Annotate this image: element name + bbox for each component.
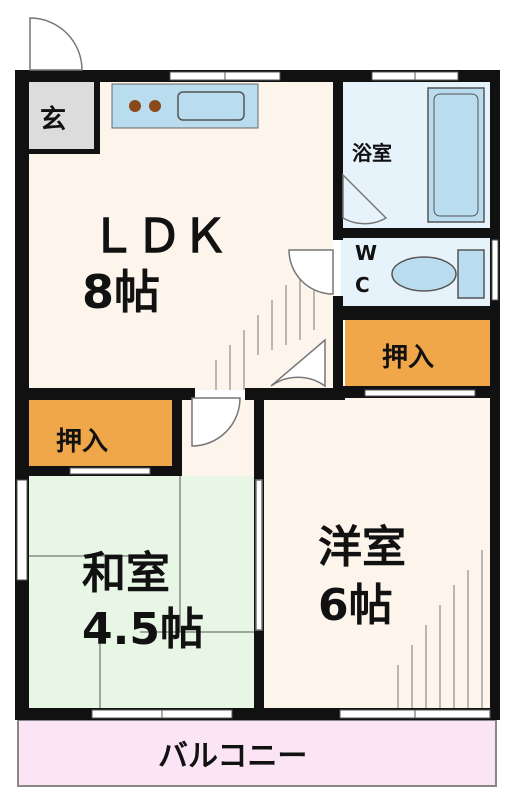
balcony-floor (17, 719, 497, 787)
wc-label-w: W (355, 241, 377, 265)
ldk-floor (97, 80, 333, 390)
ldk-size: 8帖 (82, 265, 160, 319)
bathtub-icon (427, 87, 485, 223)
burner-icon (129, 100, 141, 112)
youshitsu-hatch (397, 550, 483, 710)
balcony-label: バルコニー (158, 739, 307, 774)
sink-icon (177, 91, 245, 121)
window (364, 389, 476, 397)
hall-door-icon (191, 397, 241, 447)
bath-label: 浴室 (352, 141, 392, 165)
youshitsu-name: 洋室 (318, 522, 406, 573)
washitsu-floor (25, 476, 255, 710)
entry-door-icon (29, 17, 83, 71)
bath-door-icon (342, 173, 388, 225)
youshitsu-door-icon (270, 338, 326, 388)
youshitsu-size: 6帖 (318, 580, 393, 631)
closet-right-label: 押入 (382, 343, 434, 373)
ldk-floor-left (25, 152, 97, 390)
entrance-floor (25, 80, 97, 152)
closet-left-label: 押入 (56, 427, 108, 457)
sliding-door (255, 479, 263, 631)
entrance-label: 玄 (40, 104, 66, 135)
closet-right-floor (345, 320, 492, 388)
wc-door-icon (288, 249, 334, 295)
ldk-hatch (215, 272, 315, 390)
washitsu-size: 4.5帖 (82, 604, 204, 655)
tatami-lines (25, 476, 255, 710)
toilet-tank-icon (457, 249, 485, 299)
window (69, 467, 151, 475)
doors (29, 17, 388, 631)
washitsu-name: 和室 (82, 548, 170, 599)
burner-icon (149, 100, 161, 112)
closet-left-floor (25, 400, 173, 468)
window (16, 479, 28, 581)
ldk-name: ＬＤＫ (90, 209, 228, 263)
window (491, 239, 499, 301)
toilet-bowl-icon (391, 256, 457, 292)
bathtub-inner (433, 93, 479, 217)
windows (16, 71, 499, 719)
wc-label-c: C (355, 273, 370, 297)
